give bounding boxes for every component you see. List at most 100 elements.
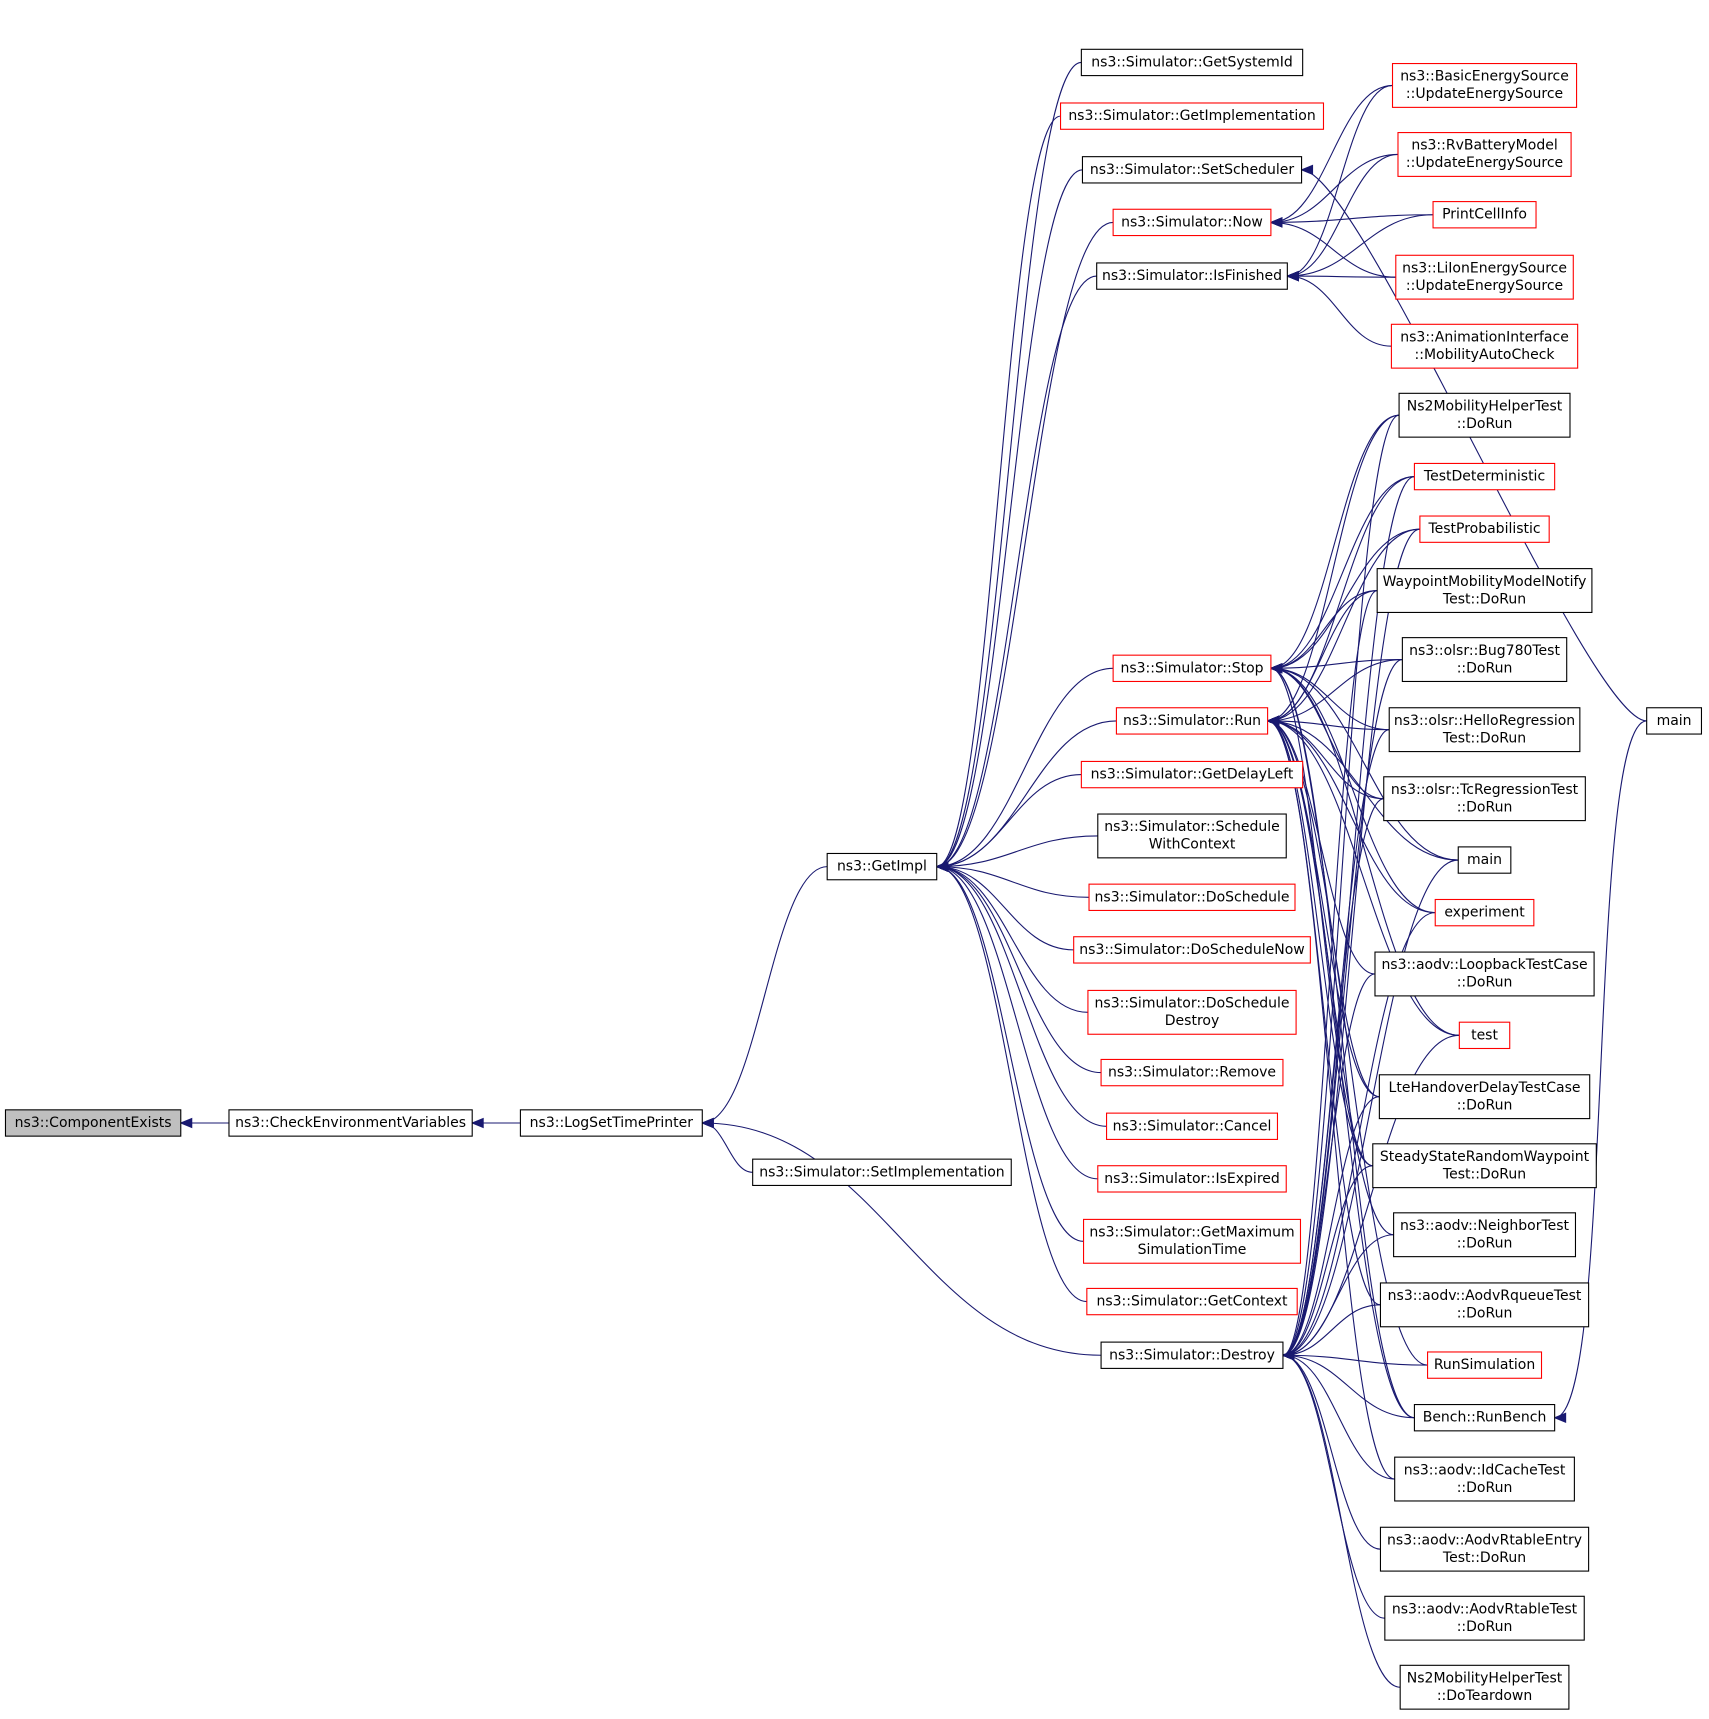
edge-get-impl-to-stop [936,667,1114,868]
edge-destroy-to-steady-state [1282,1165,1373,1356]
node-rv-battery[interactable]: ns3::RvBatteryModel::UpdateEnergySource [1397,132,1572,177]
edge-is-finished-to-anim-mobility [1287,275,1392,347]
edge-log-set-to-set-impl [702,1122,753,1173]
node-label: ns3::Simulator::GetContext [1096,1294,1288,1310]
node-ns2mob-teardown[interactable]: Ns2MobilityHelperTest::DoTeardown [1399,1664,1570,1710]
node-neighbor-test[interactable]: ns3::aodv::NeighborTest::DoRun [1393,1212,1577,1258]
node-get-system-id[interactable]: ns3::Simulator::GetSystemId [1080,48,1304,77]
node-label: Test::DoRun [1442,1166,1526,1182]
edge-now-to-li-ion [1270,221,1396,278]
node-box [1097,813,1287,859]
edge-destroy-to-main1 [1282,859,1459,1356]
node-label: PrintCellInfo [1442,207,1527,223]
node-box [1401,637,1568,683]
node-label: ::DoRun [1457,416,1513,432]
edge-run-to-ns2mob-do-run [1267,414,1400,722]
node-main1[interactable]: main [1457,846,1512,874]
node-remove[interactable]: ns3::Simulator::Remove [1100,1058,1284,1087]
node-label: ns3::RvBatteryModel [1411,138,1557,154]
node-bench-run[interactable]: Bench::RunBench [1413,1404,1556,1432]
node-set-scheduler[interactable]: ns3::Simulator::SetScheduler [1081,156,1303,184]
node-component-exists[interactable]: ns3::ComponentExists [4,1109,182,1137]
node-cancel[interactable]: ns3::Simulator::Cancel [1106,1112,1279,1140]
node-bug780[interactable]: ns3::olsr::Bug780Test::DoRun [1401,637,1568,683]
edge-get-impl-to-set-scheduler [936,169,1083,868]
node-label: TestDeterministic [1423,469,1545,485]
node-box [1398,392,1571,438]
node-tc-reg[interactable]: ns3::olsr::TcRegressionTest::DoRun [1383,776,1586,822]
node-label: ns3::Simulator::IsFinished [1102,268,1282,284]
node-main2[interactable]: main [1646,707,1703,735]
node-get-impl[interactable]: ns3::GetImpl [826,852,938,881]
edge-destroy-to-experiment [1282,912,1436,1356]
node-basic-energy[interactable]: ns3::BasicEnergySource::UpdateEnergySour… [1391,62,1578,108]
node-box [1457,846,1512,874]
node-experiment[interactable]: experiment [1434,898,1535,927]
edge-now-to-basic-energy [1270,84,1393,223]
node-loopback[interactable]: ns3::aodv::LoopbackTestCase::DoRun [1374,951,1595,997]
node-log-set[interactable]: ns3::LogSetTimePrinter [519,1109,703,1137]
edge-destroy-to-ns2mob-teardown-arrowhead [1281,1350,1295,1361]
edge-stop-to-test-det [1270,476,1415,669]
node-box [752,1158,1012,1186]
node-check-env[interactable]: ns3::CheckEnvironmentVariables [228,1109,473,1137]
node-run[interactable]: ns3::Simulator::Run [1115,707,1269,735]
node-id-cache[interactable]: ns3::aodv::IdCacheTest::DoRun [1394,1456,1575,1502]
node-rtable-test[interactable]: ns3::aodv::AodvRtableTest::DoRun [1384,1595,1585,1641]
edge-stop-to-bench-run [1270,667,1415,1419]
node-rqueue-test[interactable]: ns3::aodv::AodvRqueueTest::DoRun [1379,1282,1590,1328]
node-is-expired[interactable]: ns3::Simulator::IsExpired [1097,1165,1287,1193]
node-label: ns3::Simulator::GetDelayLeft [1091,767,1294,783]
edge-set-scheduler-to-main2-arrowhead [1300,164,1314,176]
node-label: ns3::CheckEnvironmentVariables [235,1115,466,1131]
node-get-delay-left[interactable]: ns3::Simulator::GetDelayLeft [1080,760,1304,789]
node-label: ns3::LiIonEnergySource [1402,260,1567,276]
edge-stop-to-test-prob [1270,528,1420,669]
edge-stop-to-bug780 [1270,659,1403,669]
edge-bench-run-to-main2-arrowhead [1553,1412,1567,1423]
node-get-context[interactable]: ns3::Simulator::GetContext [1086,1287,1298,1316]
node-label: ns3::Simulator::DoSchedule [1095,889,1290,905]
node-lte-handover[interactable]: LteHandoverDelayTestCase::DoRun [1378,1074,1591,1120]
node-print-cell-info[interactable]: PrintCellInfo [1432,201,1537,229]
node-now[interactable]: ns3::Simulator::Now [1112,208,1272,237]
node-do-schedule-now[interactable]: ns3::Simulator::DoScheduleNow [1073,936,1311,964]
node-test-prob[interactable]: TestProbabilistic [1419,515,1550,543]
edge-run-to-id-cache-arrowhead [1266,715,1280,727]
node-destroy[interactable]: ns3::Simulator::Destroy [1100,1341,1284,1369]
edge-destroy-to-tc-reg [1282,798,1384,1356]
node-label: TestProbabilistic [1427,521,1540,537]
node-stop[interactable]: ns3::Simulator::Stop [1112,654,1272,683]
node-ns2mob-do-run[interactable]: Ns2MobilityHelperTest::DoRun [1398,392,1571,438]
node-label: WaypointMobilityModelNotify [1383,574,1587,590]
node-box [1082,1218,1302,1264]
node-is-finished[interactable]: ns3::Simulator::IsFinished [1096,262,1288,290]
node-box [1390,323,1579,369]
node-run-simulation[interactable]: RunSimulation [1427,1351,1543,1379]
node-label: ns3::aodv::LoopbackTestCase [1381,957,1587,973]
edge-is-finished-to-basic-energy [1287,84,1393,277]
edge-get-impl-to-get-delay-left [936,774,1082,868]
node-box [1096,262,1288,290]
node-test[interactable]: test [1458,1021,1511,1050]
edge-destroy-to-rtable-test [1282,1354,1385,1619]
node-box [1399,1664,1570,1710]
node-anim-mobility[interactable]: ns3::AnimationInterface::MobilityAutoChe… [1390,323,1579,369]
edge-get-impl-to-run [936,720,1117,868]
node-test-det[interactable]: TestDeterministic [1413,462,1556,491]
edge-run-to-loopback [1267,720,1375,975]
node-get-implementation[interactable]: ns3::Simulator::GetImplementation [1059,102,1325,130]
edge-get-impl-to-get-implementation [936,115,1061,868]
node-set-impl[interactable]: ns3::Simulator::SetImplementation [752,1158,1012,1186]
node-do-schedule[interactable]: ns3::Simulator::DoSchedule [1088,883,1296,911]
node-label: RunSimulation [1434,1357,1535,1373]
node-label: ns3::GetImpl [837,859,927,875]
node-li-ion[interactable]: ns3::LiIonEnergySource::UpdateEnergySour… [1395,254,1574,300]
